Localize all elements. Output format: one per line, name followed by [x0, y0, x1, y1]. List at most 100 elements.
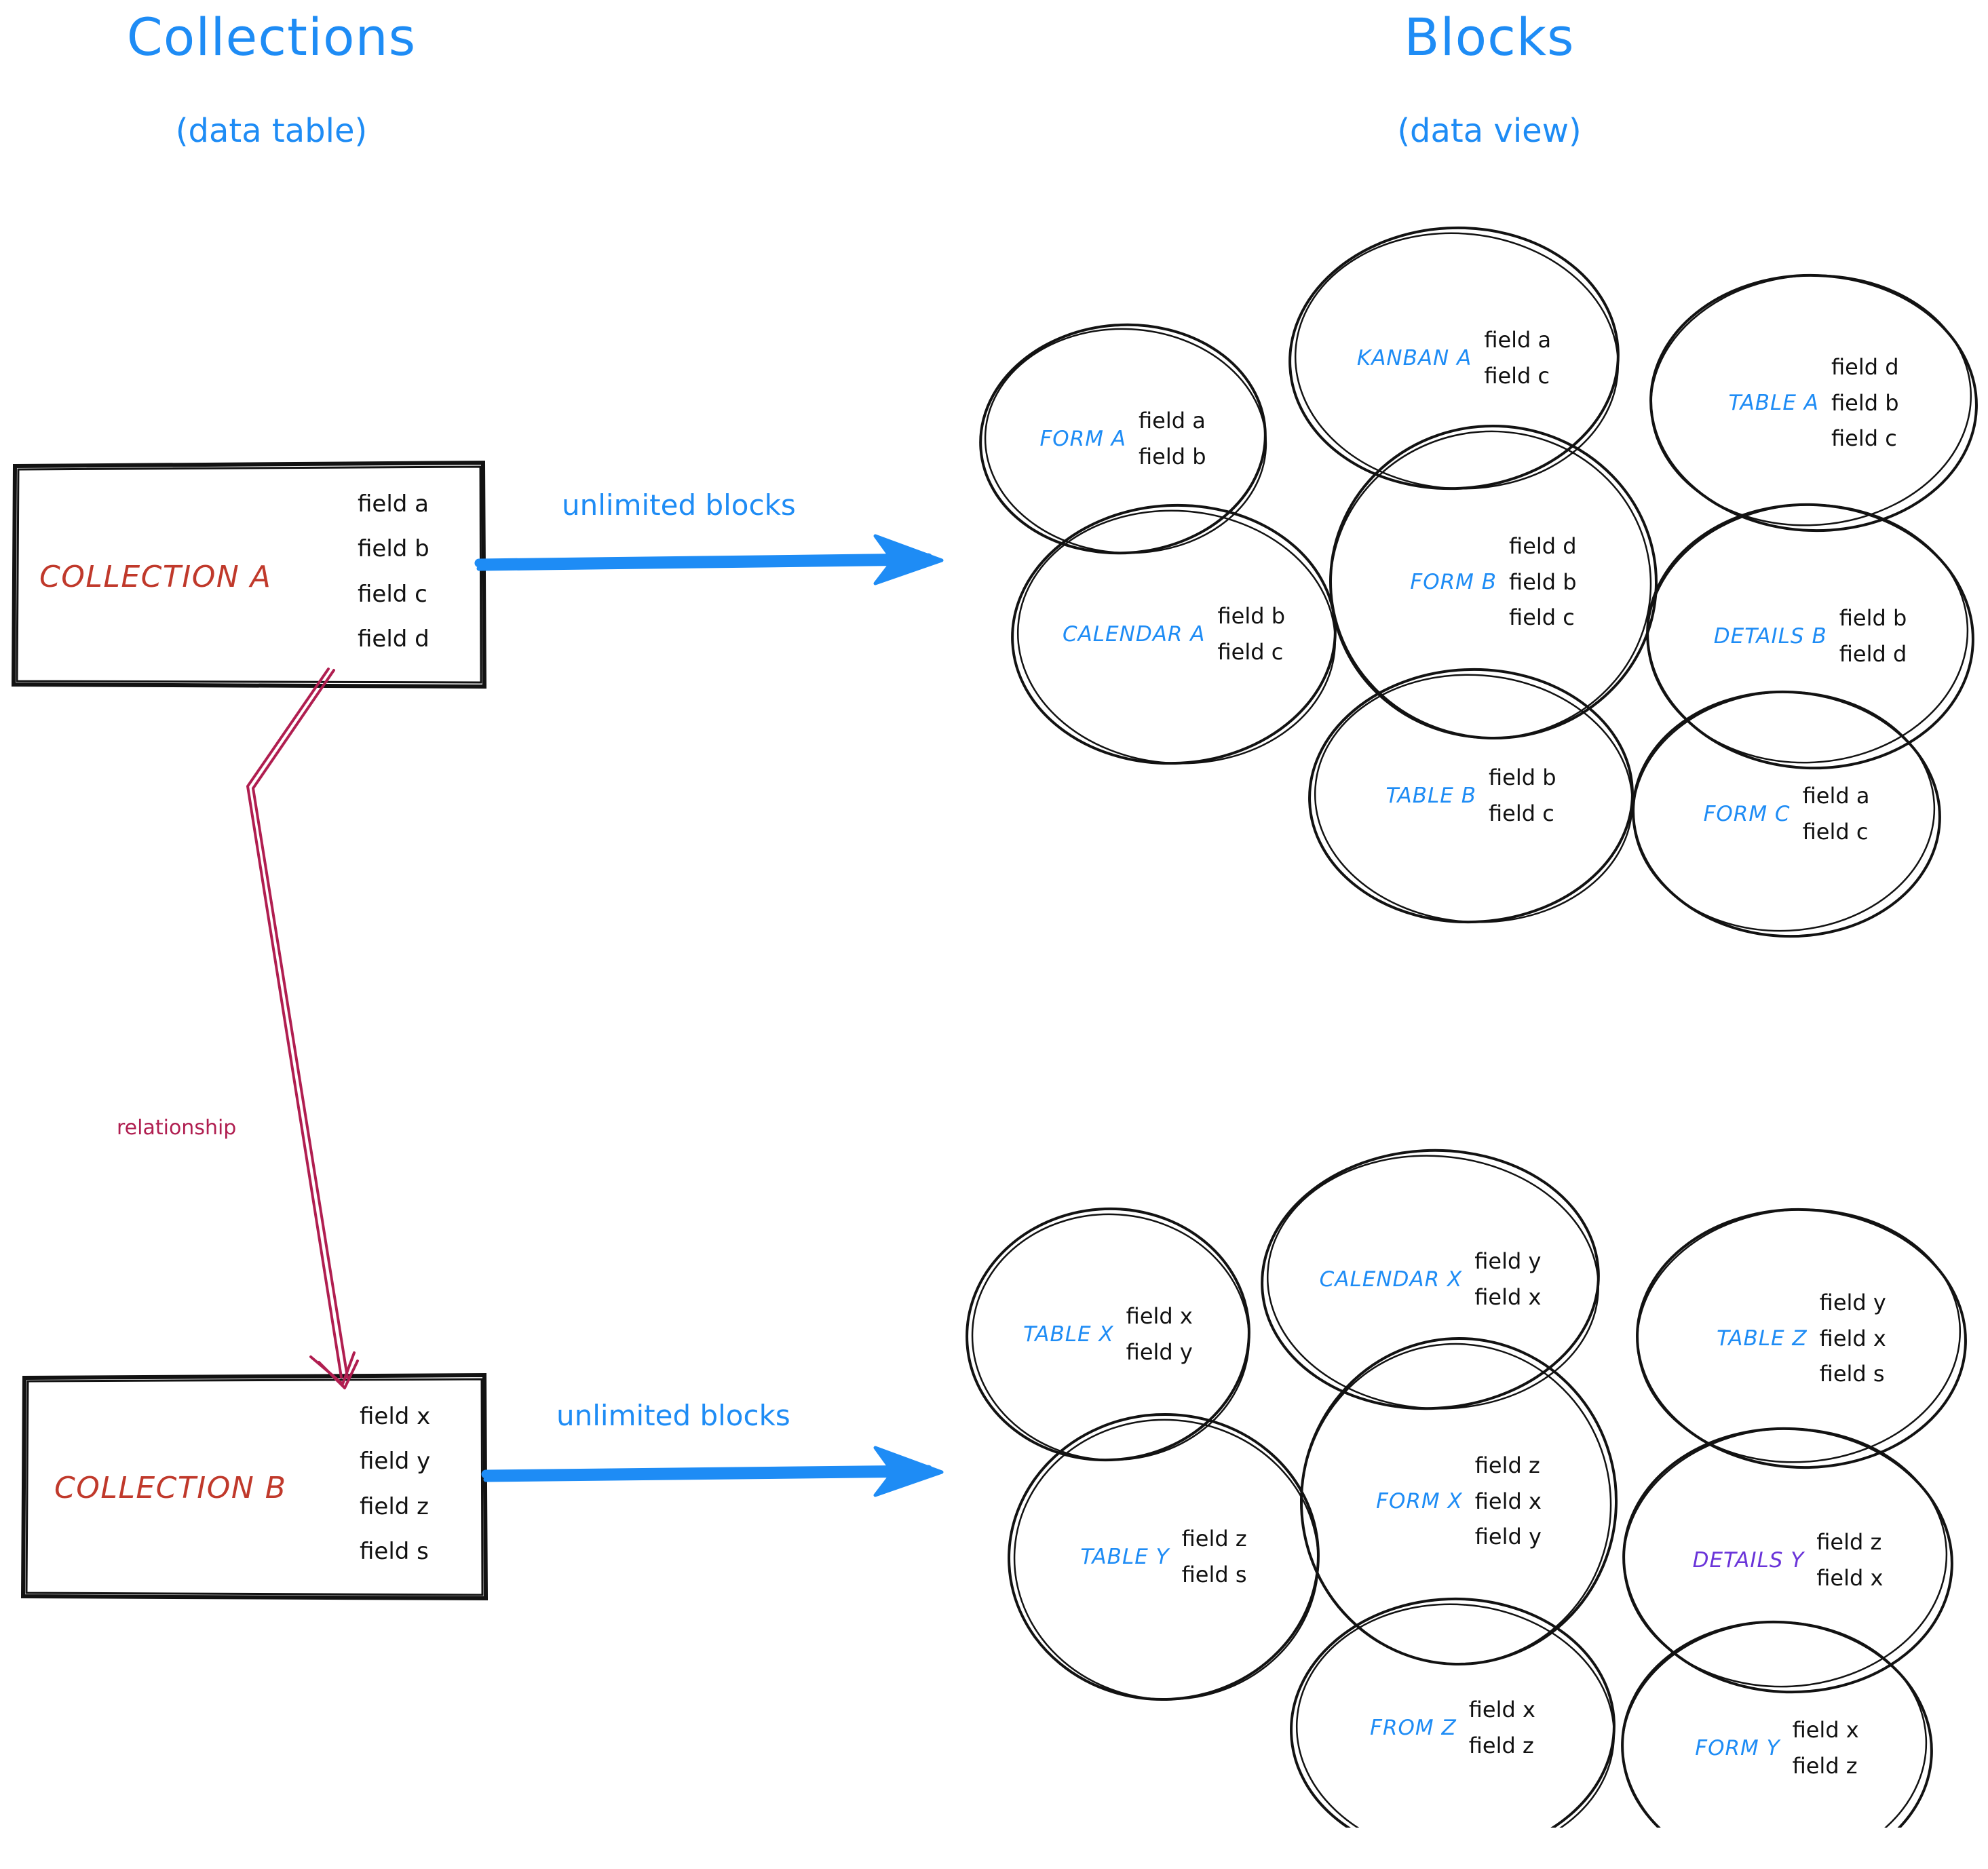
field: field y: [1474, 1524, 1542, 1550]
field: field x: [1468, 1697, 1535, 1723]
block-form-b-label: FORM B: [1410, 570, 1497, 594]
field: field a: [1139, 408, 1206, 434]
block-form-b-fields: field d field b field c: [1509, 528, 1577, 636]
block-table-x[interactable]: TABLE X field x field y: [967, 1209, 1249, 1460]
collection-b-field-2: field z: [360, 1492, 429, 1520]
field: field d: [1831, 353, 1899, 380]
field: field z: [1816, 1529, 1882, 1556]
unlimited-blocks-label-b: unlimited blocks: [556, 1399, 790, 1432]
block-form-y-label: FORM Y: [1695, 1736, 1780, 1760]
field: field z: [1181, 1526, 1247, 1552]
block-table-y-label: TABLE Y: [1080, 1545, 1170, 1569]
field: field s: [1181, 1562, 1247, 1587]
blocks-title: Blocks: [1404, 7, 1575, 67]
field: field x: [1126, 1303, 1193, 1330]
block-kanban-a[interactable]: KANBAN A field a field c: [1290, 228, 1618, 488]
block-form-a[interactable]: FORM A field a field b: [980, 325, 1265, 553]
collections-subtitle: (data table): [175, 112, 368, 150]
block-table-a[interactable]: TABLE A field d field b field c: [1651, 275, 1976, 531]
block-details-y-fields: field z field x: [1816, 1524, 1883, 1596]
block-calendar-a-label: CALENDAR A: [1062, 622, 1206, 647]
field: field s: [1819, 1361, 1885, 1387]
block-form-c[interactable]: FORM C field a field c: [1633, 692, 1940, 936]
collection-a-field-3: field d: [358, 625, 429, 653]
block-table-z[interactable]: TABLE Z field y field x field s: [1637, 1210, 1966, 1467]
block-form-x-fields: field z field x field y: [1475, 1448, 1542, 1555]
block-calendar-x-label: CALENDAR X: [1319, 1267, 1463, 1292]
block-table-y[interactable]: TABLE Y field z field s: [1009, 1414, 1318, 1699]
unlimited-blocks-label-a: unlimited blocks: [562, 488, 796, 522]
collections-title: Collections: [126, 7, 417, 67]
block-table-b[interactable]: TABLE B field b field c: [1310, 670, 1632, 922]
block-kanban-a-fields: field a field c: [1484, 322, 1551, 394]
block-form-a-label: FORM A: [1039, 427, 1127, 451]
block-form-y[interactable]: FORM Y field x field z: [1622, 1627, 1932, 1869]
block-table-y-fields: field z field s: [1182, 1521, 1247, 1593]
block-details-y[interactable]: DETAILS Y field z field x: [1624, 1429, 1952, 1692]
block-table-x-label: TABLE X: [1023, 1322, 1114, 1347]
block-table-b-fields: field b field c: [1489, 760, 1556, 832]
field: field z: [1792, 1753, 1858, 1779]
blocks-subtitle: (data view): [1397, 112, 1582, 150]
block-form-x-label: FORM X: [1376, 1489, 1463, 1514]
block-from-z-label: FROM Z: [1370, 1716, 1457, 1740]
block-table-z-label: TABLE Z: [1717, 1326, 1808, 1351]
block-details-y-label: DETAILS Y: [1692, 1548, 1805, 1573]
field: field x: [1474, 1284, 1542, 1310]
field: field x: [1474, 1488, 1542, 1514]
relationship-connector: [246, 668, 359, 1389]
field: field x: [1819, 1325, 1886, 1351]
collection-b-field-1: field y: [360, 1448, 431, 1476]
block-form-b[interactable]: FORM B field d field b field c: [1331, 426, 1656, 738]
field: field y: [1126, 1339, 1193, 1365]
collection-b-field-3: field s: [360, 1537, 429, 1565]
field: field a: [1802, 783, 1870, 809]
block-form-c-fields: field a field c: [1803, 778, 1870, 850]
field: field x: [1816, 1565, 1884, 1591]
field: field a: [1484, 327, 1552, 353]
field: field z: [1474, 1452, 1540, 1478]
collection-b-name: COLLECTION B: [54, 1471, 287, 1505]
field: field c: [1831, 425, 1897, 452]
field: field b: [1489, 765, 1556, 791]
collection-a-name: COLLECTION A: [39, 560, 272, 594]
block-details-b-fields: field b field d: [1839, 600, 1907, 672]
collection-b-field-0: field x: [360, 1403, 431, 1430]
block-form-c-label: FORM C: [1703, 802, 1791, 826]
block-table-a-fields: field d field b field c: [1831, 349, 1899, 457]
block-from-z[interactable]: FROM Z field x field z: [1291, 1602, 1614, 1854]
field: field y: [1819, 1289, 1886, 1315]
collection-a-field-2: field c: [358, 580, 427, 608]
field: field c: [1509, 604, 1575, 631]
block-table-z-fields: field y field x field s: [1820, 1285, 1886, 1392]
block-calendar-x-fields: field y field x: [1474, 1244, 1541, 1315]
block-table-b-label: TABLE B: [1385, 784, 1476, 808]
field: field c: [1484, 363, 1550, 389]
field: field d: [1509, 533, 1577, 559]
block-calendar-x[interactable]: CALENDAR X field y field x: [1262, 1151, 1599, 1408]
block-table-x-fields: field x field y: [1126, 1298, 1193, 1370]
collection-a-fields: field a field b field c field d: [358, 482, 429, 661]
field: field b: [1839, 605, 1907, 632]
block-kanban-a-label: KANBAN A: [1356, 346, 1472, 370]
block-form-a-fields: field a field b: [1139, 403, 1206, 475]
unlimited-blocks-arrow-a: [474, 534, 944, 585]
field: field y: [1474, 1248, 1542, 1275]
relationship-label: relationship: [117, 1116, 237, 1140]
collection-a-field-0: field a: [358, 490, 429, 518]
field: field b: [1217, 603, 1286, 630]
collection-b-fields: field x field y field z field s: [360, 1394, 430, 1574]
field: field b: [1509, 569, 1577, 595]
field: field b: [1139, 444, 1206, 469]
field: field d: [1839, 641, 1907, 667]
block-calendar-a[interactable]: CALENDAR A field b field c: [1012, 505, 1335, 763]
collection-a-field-1: field b: [358, 535, 429, 563]
block-details-b[interactable]: DETAILS B field b field d: [1647, 505, 1973, 768]
field: field z: [1468, 1733, 1534, 1758]
field: field c: [1489, 801, 1554, 826]
block-form-y-fields: field x field z: [1793, 1712, 1859, 1784]
unlimited-blocks-arrow-b: [481, 1446, 944, 1497]
block-form-x[interactable]: FORM X field z field x field y: [1301, 1338, 1616, 1664]
block-table-a-label: TABLE A: [1728, 391, 1819, 415]
field: field c: [1802, 819, 1869, 845]
